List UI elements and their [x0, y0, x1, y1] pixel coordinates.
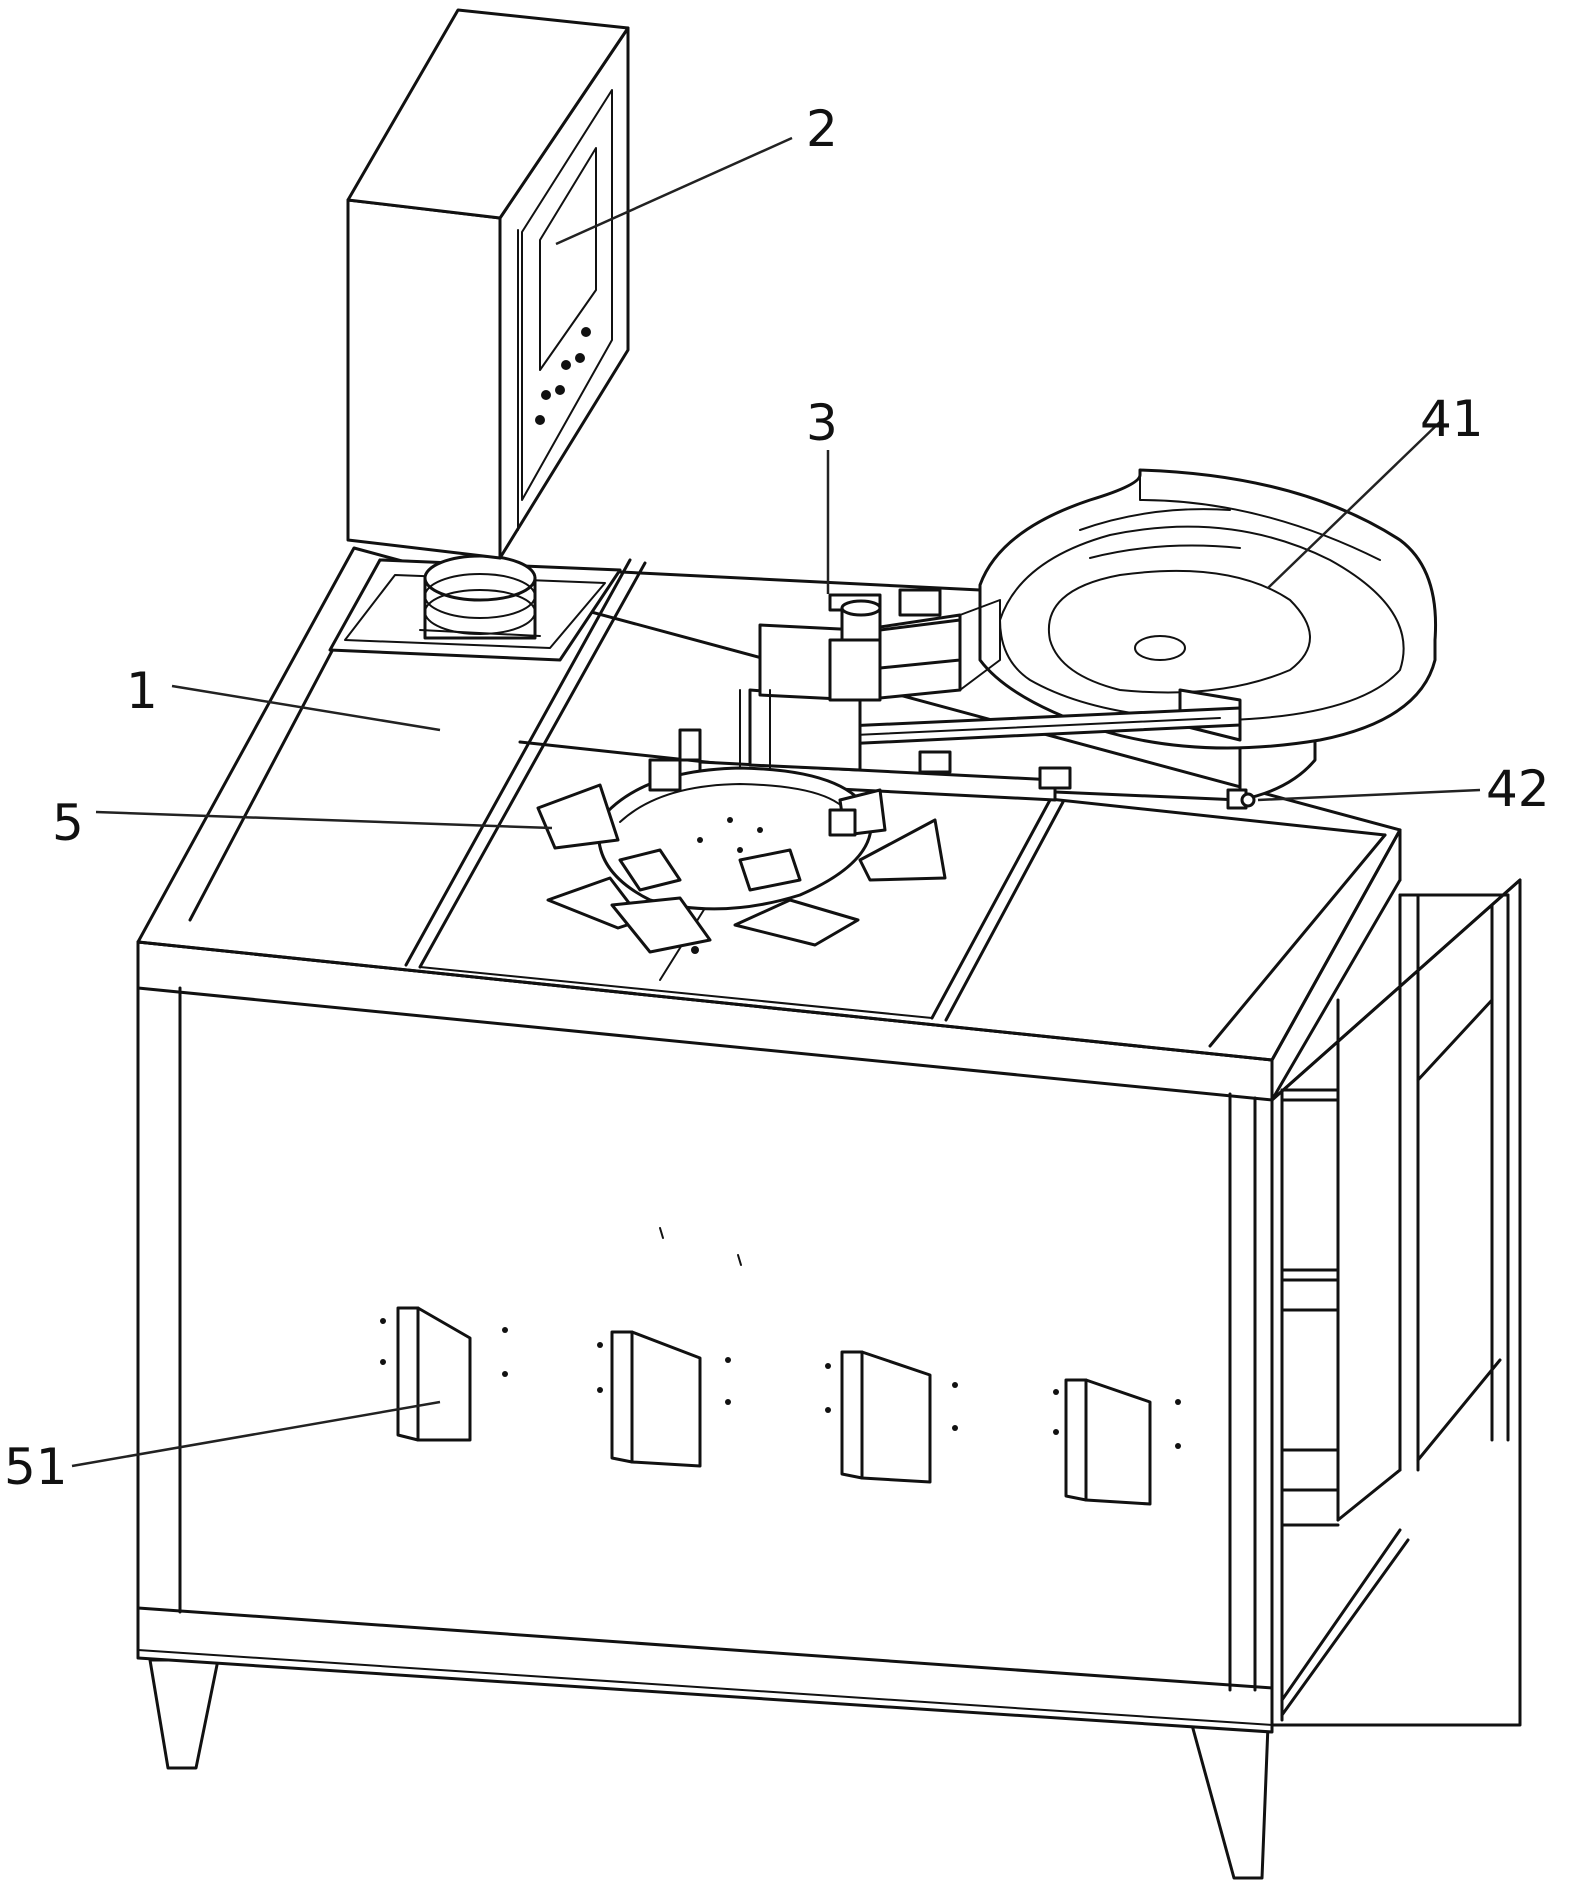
leader-line-42	[1257, 788, 1481, 802]
side-frame	[1270, 878, 1522, 1727]
discharge-chute-1	[380, 1306, 508, 1442]
discharge-chute-3	[825, 1350, 958, 1484]
leader-line-5	[95, 810, 553, 830]
label-42: 42	[1486, 760, 1550, 818]
discharge-chute-4	[1053, 1378, 1181, 1506]
front-cabinet	[136, 940, 1274, 1734]
leader-line-2	[555, 136, 793, 246]
control-screen	[346, 8, 630, 560]
discharge-chute-2	[597, 1330, 731, 1468]
label-3: 3	[806, 394, 838, 452]
leader-line-41	[1267, 419, 1443, 589]
discharge-chute	[380, 1227, 1181, 1506]
leader-lines	[71, 136, 1481, 1468]
vibratory-bowl-feeder	[978, 468, 1438, 802]
leader-line-1	[171, 684, 441, 732]
assembly-head	[678, 588, 1001, 791]
label-5: 5	[52, 794, 84, 852]
leader-line-51	[71, 1400, 441, 1468]
callout-labels: 2 3 41 1 5 42 51	[4, 100, 1550, 1496]
label-1: 1	[126, 662, 158, 720]
label-41: 41	[1420, 390, 1484, 448]
screen-pedestal	[328, 554, 622, 662]
rotary-indexing-table	[536, 758, 947, 954]
label-51: 51	[4, 1438, 68, 1496]
label-2: 2	[806, 100, 838, 158]
